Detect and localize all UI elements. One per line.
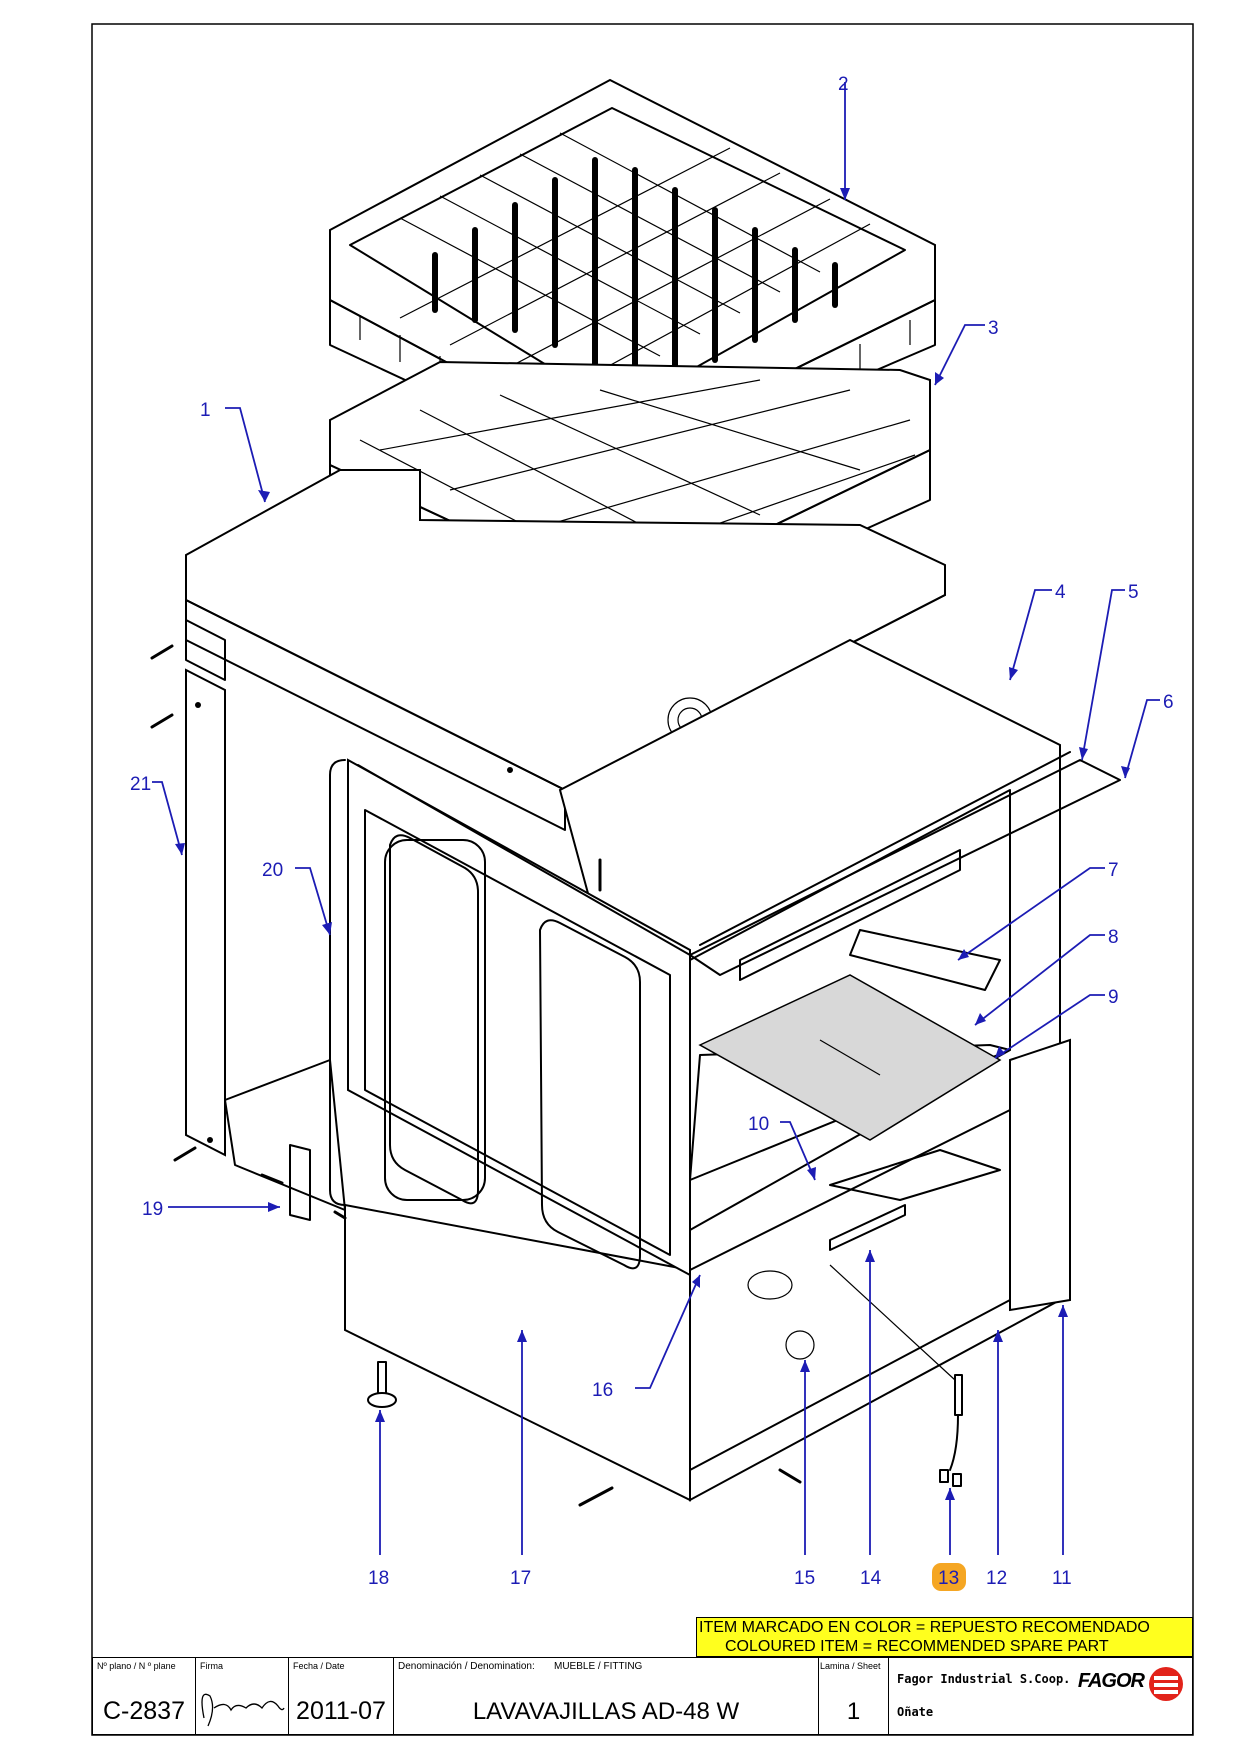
plan-number-cell: Nº plano / N º plane C-2837	[93, 1658, 196, 1734]
spare-part-notice: ITEM MARCADO EN COLOR = REPUESTO RECOMEN…	[696, 1617, 1193, 1657]
brand-name: FAGOR	[1077, 1670, 1145, 1692]
notice-line-1: ITEM MARCADO EN COLOR = REPUESTO RECOMEN…	[699, 1619, 1150, 1636]
sheet-label: Lamina / Sheet	[820, 1661, 881, 1671]
temperature-probe	[939, 1374, 963, 1487]
callout-labels: 1 2 3 4 5 6 7 8 9 10 11 12 13 14 15 16 1…	[130, 74, 1174, 1591]
side-panel	[185, 619, 226, 1157]
fagor-logo-icon	[1149, 1667, 1183, 1701]
company-name: Fagor Industrial S.Coop.	[897, 1672, 1071, 1686]
plan-number: C-2837	[103, 1697, 185, 1725]
signature-label: Firma	[200, 1661, 223, 1671]
sheet-border	[91, 23, 1194, 1736]
door	[329, 758, 691, 1277]
denomination-sub: MUEBLE / FITTING	[554, 1661, 643, 1672]
signature-cell: Firma	[196, 1658, 289, 1734]
sheet-value: 1	[846, 1698, 861, 1725]
denomination-value: LAVAVAJILLAS AD-48 W	[472, 1698, 740, 1725]
callout-lines	[152, 82, 1160, 1555]
date-value: 2011-07	[296, 1697, 386, 1725]
callout-21: 21	[130, 774, 151, 795]
callout-3: 3	[988, 318, 999, 339]
callout-18: 18	[368, 1568, 389, 1589]
callout-10: 10	[748, 1114, 769, 1135]
callout-5: 5	[1128, 582, 1139, 603]
callout-12: 12	[986, 1568, 1007, 1589]
sheet-cell: Lamina / Sheet 1	[819, 1658, 889, 1734]
callout-19: 19	[142, 1199, 163, 1220]
signature-scribble	[201, 1693, 285, 1727]
notice-line-2: COLOURED ITEM = RECOMMENDED SPARE PART	[725, 1638, 1109, 1655]
callout-13: 13	[938, 1568, 959, 1589]
rear-base-frame	[224, 1059, 346, 1221]
callout-9: 9	[1108, 987, 1119, 1008]
screws	[150, 644, 802, 1507]
callout-4: 4	[1055, 582, 1066, 603]
denomination-label: Denominación / Denomination:	[398, 1661, 535, 1672]
callout-6: 6	[1163, 692, 1174, 713]
callout-arrowheads	[175, 188, 1130, 1500]
title-block: Nº plano / N º plane C-2837 Firma Fecha …	[92, 1657, 1193, 1735]
callout-14: 14	[860, 1568, 882, 1589]
callout-15: 15	[794, 1568, 815, 1589]
cabinet-body	[344, 638, 1121, 1502]
date-label: Fecha / Date	[293, 1661, 345, 1671]
date-cell: Fecha / Date 2011-07	[289, 1658, 394, 1734]
callout-20: 20	[262, 860, 283, 881]
callout-11: 11	[1052, 1568, 1072, 1589]
callout-8: 8	[1108, 927, 1119, 948]
callout-16: 16	[592, 1380, 613, 1401]
callout-1: 1	[200, 400, 211, 421]
callout-2: 2	[838, 74, 849, 95]
callout-17: 17	[510, 1568, 531, 1589]
callout-7: 7	[1108, 860, 1119, 881]
highlight-13	[932, 1563, 966, 1591]
plan-number-label: Nº plano / N º plane	[97, 1661, 176, 1671]
company-city: Oñate	[897, 1705, 934, 1719]
company-cell: Fagor Industrial S.Coop. Oñate FAGOR	[889, 1658, 1192, 1734]
denomination-cell: Denominación / Denomination: MUEBLE / FI…	[394, 1658, 819, 1734]
adjustable-foot	[367, 1361, 397, 1408]
